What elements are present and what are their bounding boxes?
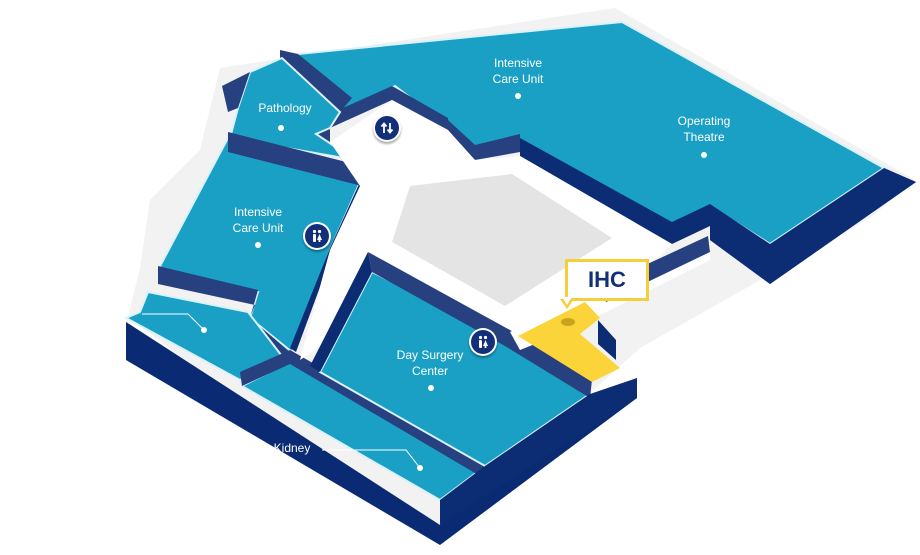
ihc-tag-tail-inner	[562, 297, 572, 305]
label-pathology: Pathology	[258, 100, 311, 116]
restroom-figures-icon	[478, 335, 488, 348]
floor-base-front	[126, 322, 637, 545]
restroom-icon[interactable]	[469, 328, 497, 356]
operating-theatre-dot	[701, 152, 707, 158]
label-line: Care Unit	[492, 72, 544, 86]
label-line: Pathology	[258, 101, 312, 115]
label-icu-top: Intensive Care Unit	[493, 55, 544, 87]
wall-corridor-long	[520, 138, 710, 244]
ihc-area[interactable]	[518, 302, 620, 382]
ihc-tag-label: IHC	[588, 267, 626, 292]
pathology-dot	[278, 125, 284, 131]
label-kidney: Kidney	[274, 440, 311, 456]
day-surgery-dot	[428, 385, 434, 391]
label-day-surgery: Day Surgery Center	[397, 347, 464, 379]
label-line: Intensive	[233, 205, 283, 219]
label-line: Theatre	[683, 130, 725, 144]
wall-pathology-left	[222, 72, 250, 112]
room-pathology[interactable]	[228, 56, 356, 161]
label-icu-left: Intensive Care Unit	[233, 204, 284, 236]
ihc-tag[interactable]: IHC	[565, 259, 649, 301]
label-line: Care Unit	[232, 221, 284, 235]
wall-icu-left-top	[228, 132, 362, 186]
wall-ihc-side	[598, 320, 616, 360]
wall-top-left	[280, 50, 352, 112]
wall-day-surgery-top	[368, 252, 592, 398]
elevator-icon-badge	[375, 116, 399, 140]
restroom-figures-icon	[312, 229, 322, 242]
restroom-icon-badge	[305, 224, 329, 248]
elevator-icon[interactable]	[373, 114, 401, 142]
lower-left-leader	[142, 313, 205, 331]
restroom-icon-badge	[471, 330, 495, 354]
elevator-arrows-icon	[380, 122, 394, 134]
wall-kidney	[240, 350, 486, 476]
wall-right-edge	[710, 168, 916, 284]
atrium	[392, 174, 612, 306]
kidney-leader	[322, 449, 421, 469]
label-line: Intensive	[493, 56, 543, 70]
wall-corridor-upper	[316, 86, 448, 142]
restroom-icon[interactable]	[303, 222, 331, 250]
ihc-dot	[561, 318, 575, 326]
icu-left-dot	[255, 242, 261, 248]
wall-day-surgery-left	[310, 252, 372, 372]
label-line: Kidney	[273, 441, 311, 455]
label-line: Operating	[677, 114, 731, 128]
label-operating-theatre: Operating Theatre	[678, 113, 731, 145]
label-line: Center	[411, 364, 449, 378]
icu-top-dot	[515, 93, 521, 99]
label-line: Day Surgery	[396, 348, 464, 362]
wall-front-right	[440, 378, 637, 525]
